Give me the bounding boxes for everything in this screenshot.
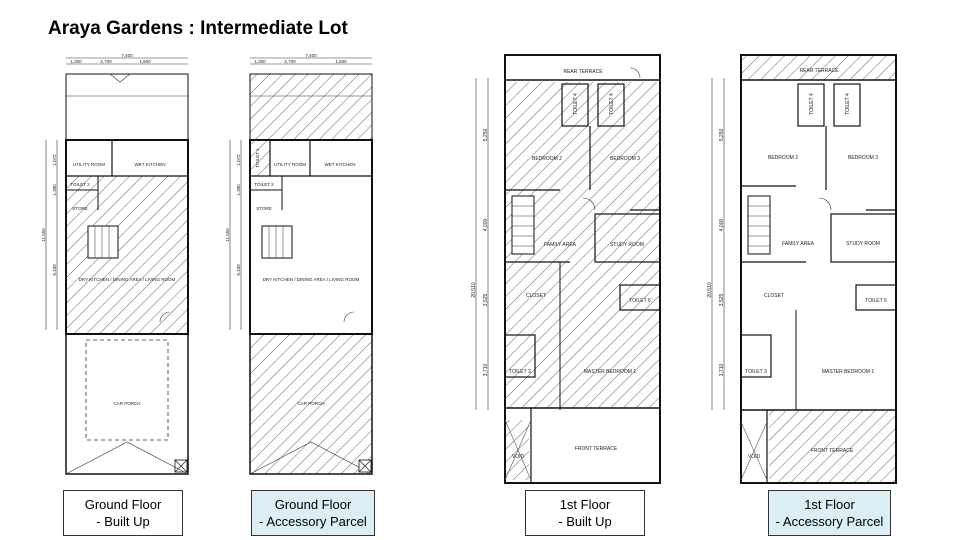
caption-line2: - Accessory Parcel (775, 514, 884, 529)
side-dim-4: 3,710 (719, 364, 725, 377)
room-bedroom-2: BEDROOM 2 (768, 155, 798, 161)
room-master-bedroom: MASTER BEDROOM 1 (822, 369, 874, 375)
room-rear-terrace: REAR TERRACE (799, 68, 839, 74)
top-dim-total: 7,400 (305, 53, 317, 58)
side-dim-3: 3,525 (719, 294, 725, 307)
room-study: STUDY ROOM (846, 241, 880, 247)
caption-first-accessory: 1st Floor - Accessory Parcel (768, 490, 891, 536)
caption-first-built-up: 1st Floor - Built Up (525, 490, 645, 536)
caption-ground-built-up: Ground Floor - Built Up (63, 490, 183, 536)
room-rear-terrace: REAR TERRACE (563, 69, 603, 75)
caption-line2: - Accessory Parcel (259, 514, 367, 529)
room-family-area: FAMILY AREA (544, 242, 577, 248)
room-toilet-1: TOILET 1 (255, 148, 260, 168)
side-dim-2: 1,380 (236, 184, 241, 196)
caption-ground-accessory: Ground Floor - Accessory Parcel (251, 490, 375, 536)
side-dim-total: 11,550 (225, 228, 230, 242)
room-utility: UTILITY ROOM (274, 162, 306, 167)
caption-line2: - Built Up (96, 514, 150, 529)
room-front-terrace: FRONT TERRACE (811, 448, 854, 454)
first-floor-accessory-plan: 5,250 4,000 20,510 3,525 3,710 REAR TERR… (707, 54, 897, 484)
side-dim-total: 11,550 (41, 228, 46, 242)
room-toilet-2: TOILET 2 (254, 182, 274, 187)
caption-line2: - Built Up (558, 514, 612, 529)
room-store: STORE (256, 206, 271, 211)
room-dining: DRY KITCHEN / DINING AREA / LIVING ROOM (263, 277, 360, 282)
caption-line1: 1st Floor (804, 497, 855, 512)
room-toilet-4a: TOILET 4 (573, 93, 579, 115)
room-master-bedroom: MASTER BEDROOM 1 (584, 369, 636, 375)
room-bedroom-2: BEDROOM 2 (532, 156, 562, 162)
side-dim-2: 4,000 (719, 219, 725, 232)
caption-line1: Ground Floor (84, 497, 162, 512)
side-dim-1: 1,072 (52, 154, 57, 166)
room-toilet-4b: TOILET 4 (845, 93, 851, 115)
top-dim-3: 1,600 (139, 59, 151, 64)
ground-floor-accessory-plan: 7,400 1,300 2,700 1,600 1,072 1,380 11,5… (225, 53, 373, 475)
side-dim-2: 1,380 (52, 184, 57, 196)
top-dim-3: 1,600 (335, 59, 347, 64)
room-toilet-4b: TOILET 4 (609, 93, 615, 115)
side-dim-2: 4,000 (483, 219, 489, 232)
room-dining: DRY KITCHEN / DINING AREA / LIVING ROOM (79, 277, 176, 282)
room-wet-kitchen: WET KITCHEN (325, 162, 356, 167)
room-front-terrace: FRONT TERRACE (575, 446, 618, 452)
room-toilet-3: TOILET 3 (509, 369, 531, 375)
room-toilet-2: TOILET 2 (70, 182, 90, 187)
side-dim-1: 5,250 (719, 129, 725, 142)
top-dim-2: 2,700 (100, 59, 112, 64)
room-car-porch: CAR PORCH (297, 401, 324, 406)
room-utility: UTILITY ROOM (73, 162, 105, 167)
side-dim-4: 3,710 (483, 364, 489, 377)
room-void: VOID (748, 454, 761, 460)
top-dim-total: 7,400 (121, 53, 133, 58)
room-bedroom-3: BEDROOM 3 (610, 156, 640, 162)
side-dim-1: 1,072 (236, 154, 241, 166)
side-dim-3: 8,100 (236, 264, 241, 276)
room-void: VOID (512, 454, 525, 460)
room-study: STUDY ROOM (610, 242, 644, 248)
page-title: Araya Gardens : Intermediate Lot (48, 18, 348, 39)
side-dim-3: 8,100 (52, 264, 57, 276)
side-dim-3: 3,525 (483, 294, 489, 307)
top-dim-1: 1,300 (70, 59, 82, 64)
room-car-porch: CAR PORCH (113, 401, 140, 406)
top-dim-2: 2,700 (284, 59, 296, 64)
room-closet: CLOSET (764, 293, 784, 299)
caption-line1: 1st Floor (559, 497, 611, 512)
room-wet-kitchen: WET KITCHEN (135, 162, 166, 167)
top-dim-1: 1,300 (254, 59, 266, 64)
caption-line1: Ground Floor (274, 497, 352, 512)
room-toilet-4a: TOILET 4 (809, 93, 815, 115)
room-family-area: FAMILY AREA (782, 241, 815, 247)
room-bedroom-3: BEDROOM 3 (848, 155, 878, 161)
side-dim-total: 20,510 (471, 282, 477, 298)
first-floor-built-up-plan: 5,250 4,000 20,510 3,525 3,710 REAR TERR… (471, 54, 661, 484)
room-closet: CLOSET (526, 293, 546, 299)
room-toilet-6: TOILET 6 (865, 298, 887, 304)
ground-floor-built-up-plan: 7,400 1,300 2,700 1,600 1,072 1,380 11,5… (41, 53, 189, 475)
room-store: STORE (72, 206, 87, 211)
room-toilet-6: TOILET 6 (629, 298, 651, 304)
side-dim-1: 5,250 (483, 129, 489, 142)
side-dim-total: 20,510 (707, 282, 713, 298)
room-toilet-3: TOILET 3 (745, 369, 767, 375)
